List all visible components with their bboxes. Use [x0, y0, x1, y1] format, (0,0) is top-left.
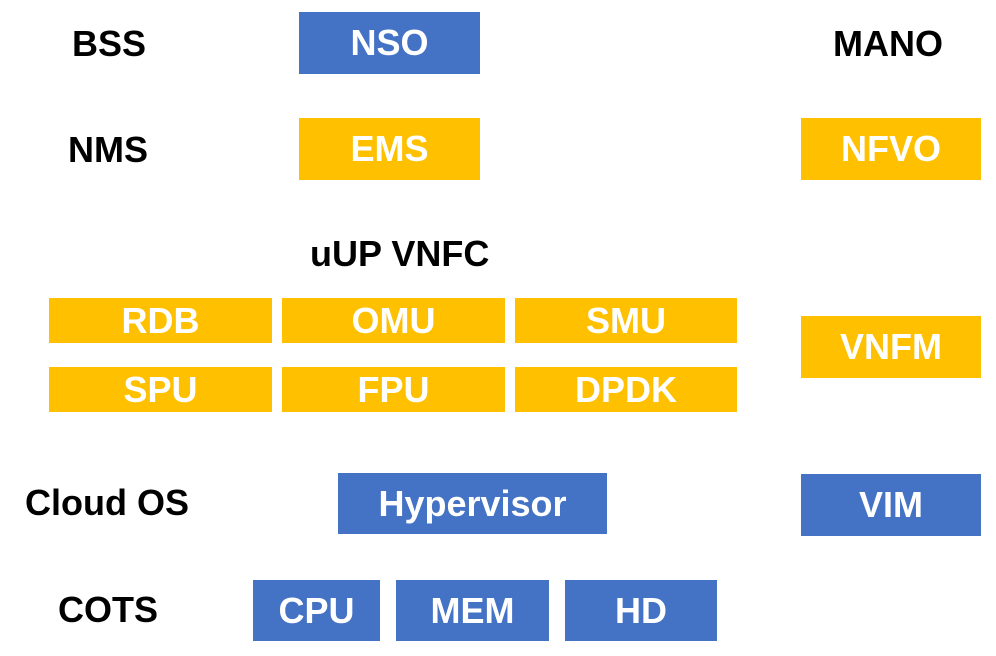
vnfc-component-fpu: FPU: [282, 367, 505, 412]
vnfc-component-rdb: RDB: [49, 298, 272, 343]
vnfc-component-dpdk: DPDK: [515, 367, 737, 412]
vnfc-title: uUP VNFC: [310, 233, 490, 274]
vnfc-component-smu: SMU: [515, 298, 737, 343]
vnfc-component-omu: OMU: [282, 298, 505, 343]
hardware-hd-box: HD: [565, 580, 717, 641]
cots-label: COTS: [58, 589, 159, 630]
hardware-cpu-box: CPU: [253, 580, 380, 641]
mano-title: MANO: [833, 23, 943, 64]
bss-label: BSS: [72, 23, 147, 64]
cloud-os-label: Cloud OS: [25, 482, 189, 523]
vim-box: VIM: [801, 474, 981, 536]
hypervisor-box: Hypervisor: [338, 473, 607, 534]
nfvo-box: NFVO: [801, 118, 981, 180]
vnfm-box: VNFM: [801, 316, 981, 378]
nms-label: NMS: [68, 129, 148, 170]
hardware-mem-box: MEM: [396, 580, 549, 641]
nso-box: NSO: [299, 12, 480, 74]
ems-box: EMS: [299, 118, 480, 180]
vnfc-component-spu: SPU: [49, 367, 272, 412]
